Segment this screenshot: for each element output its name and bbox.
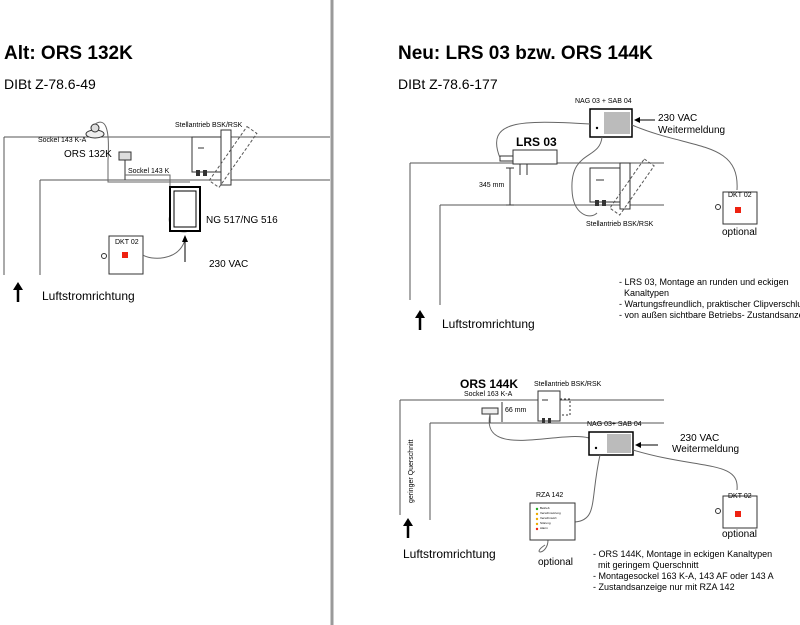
rb-note: mit geringem Querschnitt — [593, 560, 699, 570]
rb-vac-label: 230 VAC — [680, 433, 720, 444]
left-sockel-143k: Sockel 143 K — [128, 168, 170, 175]
rza-item: Störung — [540, 521, 551, 525]
vac-arrow-rb — [635, 442, 641, 448]
ors132k-sensor-top — [85, 123, 105, 139]
rb-cable-3 — [574, 454, 601, 523]
rb-stellantrieb: Stellantrieb BSK/RSK — [534, 381, 602, 388]
rb-cable-2 — [632, 449, 738, 491]
rza-item: Verschmutzt — [540, 516, 557, 520]
rt-note: Kanaltypen — [619, 288, 670, 298]
rt-mm-label: 345 mm — [479, 182, 505, 189]
rb-dkt-box — [715, 495, 758, 529]
rb-weitermeldung-label: Weitermeldung — [672, 444, 740, 455]
left-cable-3 — [142, 239, 186, 259]
left-ors132k-label: ORS 132K — [64, 149, 112, 160]
left-cable-1 — [94, 121, 190, 183]
airflow-arrow-rt — [415, 310, 425, 318]
rt-nag-unit — [589, 108, 633, 138]
rt-notes: - LRS 03, Montage an runden und eckigen … — [619, 277, 800, 321]
rb-sockel-label: Sockel 163 K-A — [464, 391, 513, 398]
rza-item: Betrieb — [540, 506, 550, 510]
rb-duct — [399, 399, 664, 520]
rt-approval: DIBt Z-78.6-177 — [398, 76, 498, 92]
rt-note: - Wartungsfreundlich, praktischer Clipve… — [619, 299, 800, 309]
rb-airflow-label: Luftstromrichtung — [403, 547, 496, 561]
rb-querschnitt-label: geringer Querschnitt — [408, 439, 415, 503]
rb-rza-label: RZA 142 — [536, 492, 564, 499]
rt-cable-3 — [631, 124, 738, 191]
lrs03-unit — [499, 149, 558, 175]
rt-note: - LRS 03, Montage an runden und eckigen — [619, 277, 789, 287]
rt-optional: optional — [722, 227, 758, 238]
rb-optional-rza: optional — [538, 557, 574, 568]
rt-weitermeldung-label: Weitermeldung — [658, 125, 726, 136]
left-approval: DIBt Z-78.6-49 — [4, 76, 96, 92]
left-airflow-label: Luftstromrichtung — [42, 289, 135, 303]
rt-cable-1 — [496, 121, 591, 159]
rb-note: - Zustandsanzeige nur mit RZA 142 — [593, 582, 735, 592]
left-actuator — [191, 125, 258, 189]
rb-cable-1 — [488, 413, 590, 441]
left-ng-label: NG 517/NG 516 — [206, 215, 278, 226]
airflow-arrow-rb — [403, 518, 413, 526]
rb-nag-label: NAG 03+ SAB 04 — [587, 421, 642, 428]
rb-ors144k-label: ORS 144K — [460, 377, 519, 391]
airflow-arrow-left — [13, 282, 23, 290]
rb-note: - Montagesockel 163 K-A, 143 AF oder 143… — [593, 571, 774, 581]
rt-cable-2 — [571, 136, 603, 217]
rt-vac-label: 230 VAC — [658, 113, 698, 124]
rb-notes: - ORS 144K, Montage in eckigen Kanaltype… — [593, 549, 774, 593]
left-sockel-143ka: Sockel 143 K-A — [38, 137, 87, 144]
rb-nag-unit — [588, 431, 634, 456]
rza-item: Verschmutzung — [540, 511, 561, 515]
left-stellantrieb: Stellantrieb BSK/RSK — [175, 122, 243, 129]
left-vac-label: 230 VAC — [209, 259, 249, 270]
rt-dkt-box — [715, 191, 758, 225]
left-dkt-label: DKT 02 — [115, 239, 139, 246]
rt-nag-label: NAG 03 + SAB 04 — [575, 98, 632, 105]
left-duct — [3, 136, 330, 275]
rt-actuator — [589, 158, 655, 216]
rb-note: - ORS 144K, Montage in eckigen Kanaltype… — [593, 549, 773, 559]
rb-dkt-label: DKT 02 — [728, 493, 752, 500]
left-title: Alt: ORS 132K — [4, 43, 133, 64]
rt-title: Neu: LRS 03 bzw. ORS 144K — [398, 43, 653, 64]
rt-lrs-label: LRS 03 — [516, 135, 557, 149]
rza-items: Betrieb Verschmutzung Verschmutzt Störun… — [540, 506, 561, 531]
rt-stellantrieb: Stellantrieb BSK/RSK — [586, 221, 654, 228]
ors132k-sensor — [118, 151, 132, 180]
rt-airflow-label: Luftstromrichtung — [442, 317, 535, 331]
rb-actuator — [537, 390, 571, 423]
rb-optional-dkt: optional — [722, 529, 758, 540]
vac-arrow-rt — [634, 117, 640, 123]
rb-mm-label: 66 mm — [505, 407, 527, 414]
rza142-box — [529, 502, 576, 541]
rt-note: - von außen sichtbare Betriebs- Zustands… — [619, 310, 800, 320]
rza-item: Alarm — [540, 526, 548, 530]
ng-power-unit — [169, 186, 201, 232]
rt-dkt-label: DKT 02 — [728, 192, 752, 199]
